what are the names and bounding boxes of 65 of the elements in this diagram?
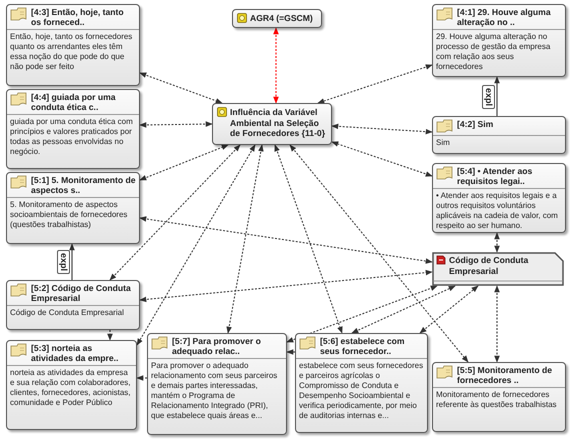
arrow [494,76,500,116]
double-headed-arrow [494,285,500,363]
document-title: Código de Conduta Empresarial [449,255,530,276]
document-card [432,252,564,286]
double-headed-arrow [331,124,433,134]
quotation-card [6,280,140,330]
double-headed-arrow [139,216,433,264]
quotation-title: [4:1] 29. Houve alguma alteração no .. [457,7,552,27]
edge-label: expl [57,250,70,274]
quotation-card [432,362,566,432]
quotation-text: • Atender aos requisitos legais e a outros requisitos voluntários aplicáveis na cadeia de valor, com respeito ao ser humano. [435,190,559,232]
quotation-text: guiada por uma conduta ética com princípios e valores praticados por todas as pessoas envolvidas no negócio. [9,116,134,158]
arrow [286,349,296,355]
double-headed-arrow [139,121,213,128]
quotation-title: [4:2] Sim [457,119,494,129]
quotation-card [6,89,140,169]
quotation-title: [4:3] Então, hoje, tanto os forneced.. [31,7,125,27]
code-label: AGR4 (=GSCM) [250,13,313,24]
code-card [232,9,322,28]
quotation-text: Para promover o adequado relacionamento com seus parceiros e demais partes interessadas, mantém o Programa de Relacionamento Integrado (PRI), que estabelece quais áreas e... [150,360,278,422]
double-headed-arrow [317,64,433,104]
quotation-text: Então, hoje, tanto os fornecedores quanto os arrendantes eles têm essa noção do que pode do que não pode ser feito [9,31,134,73]
quotation-title: [4:4] guiada por uma conduta ética c.. [31,92,117,112]
double-headed-arrow [290,144,468,363]
quotation-card [295,333,428,433]
edge-label: expl [482,84,495,109]
quotation-card [432,163,566,233]
quotation-card [6,172,140,244]
double-headed-arrow [273,27,279,104]
double-headed-arrow [139,270,433,302]
quotation-text: estabelece com seus fornecedores e parceiros agrícolas o Compromisso de Conduta e Desempenho Socioambiental e verifica periodicamente, por meio de auditorias internas e... [298,360,424,422]
double-headed-arrow [351,286,456,334]
quotation-card [432,4,566,77]
quotation-title: [5:5] Monitoramento de fornecedores .. [457,365,554,385]
quotation-title: [5:6] estabelece com seus fornecedor.. [320,336,406,356]
double-headed-arrow [286,286,438,342]
quotation-text: Código de Conduta Empresarial [9,307,125,319]
quotation-title: [5:3] norteia as atividades da empre.. [31,343,120,363]
double-headed-arrow [110,144,240,280]
quotation-card [432,116,566,154]
quotation-title: [5:1] 5. Monitoramento de aspectos s.. [31,175,136,195]
double-headed-arrow [494,232,500,253]
double-headed-arrow [139,72,223,104]
quotation-title: [5:7] Para promover o adequado relac.. [172,336,262,356]
quotation-text: Sim [435,137,451,149]
double-headed-arrow [136,144,256,346]
code-card [212,103,332,145]
double-headed-arrow [226,144,264,334]
arrow [107,330,113,341]
quotation-text: Monitoramento de fornecedores referente às questões trabalhistas [435,389,558,411]
double-headed-arrow [331,141,433,177]
quotation-text: 29. Houve alguma alteração no processo de gestão da empresa com relação aos seus fornecedores [435,31,552,73]
double-headed-arrow [419,286,479,334]
double-headed-arrow [274,144,343,334]
arrow [69,243,75,280]
quotation-text: norteia as atividades da empresa e sua relação com colaboradores, clientes, fornecedores, acionistas, comunidade e Poder Público [9,367,132,409]
code-label: Influência da Variável Ambiental na Seleção de Fornecedores {11-0} [230,107,326,138]
quotation-card [6,340,137,430]
quotation-card [147,333,287,435]
quotation-title: [5:4] • Atender aos requisitos legai.. [457,166,534,186]
quotation-card [6,4,140,86]
quotation-title: [5:2] Código de Conduta Empresarial [31,283,132,303]
double-headed-arrow [139,144,229,180]
arrow [136,375,148,381]
quotation-text: 5. Monitoramento de aspectos socioambientais de fornecedores (questões trabalhistas) [9,199,128,231]
